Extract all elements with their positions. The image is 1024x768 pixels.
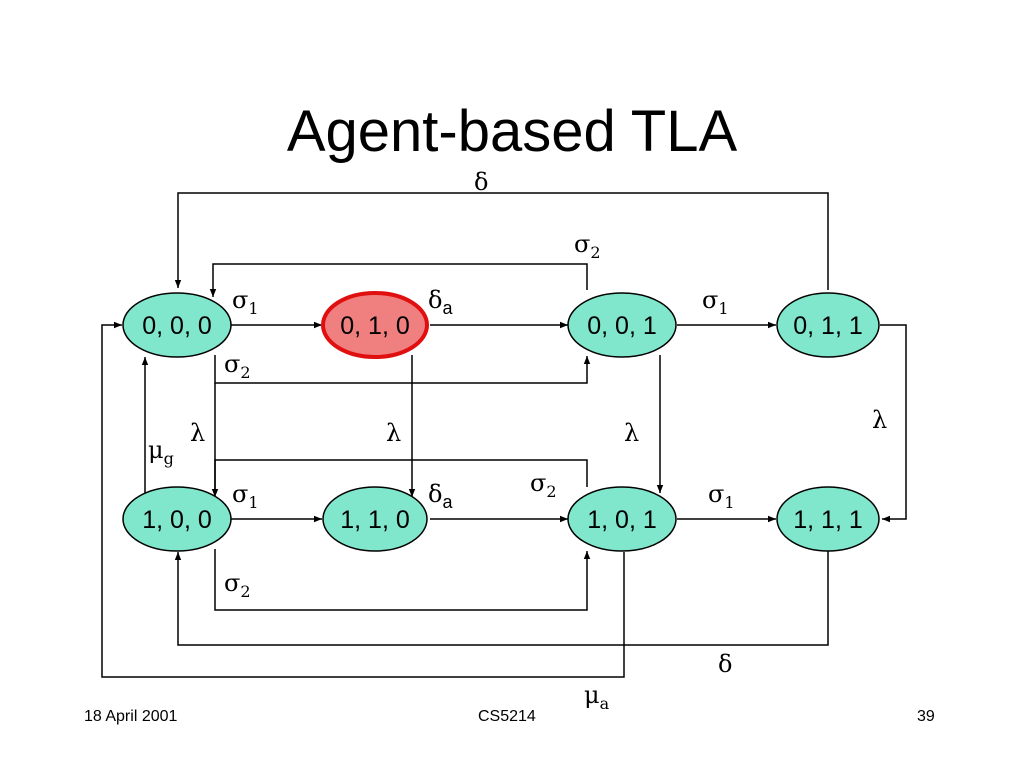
node-101: 1, 0, 1	[567, 486, 677, 552]
svg-text:1, 1, 0: 1, 1, 0	[340, 506, 410, 534]
node-011: 0, 1, 1	[776, 292, 880, 358]
label-lambda-4: λ	[872, 406, 887, 434]
label-sigma2-low: σ2	[530, 469, 557, 501]
footer-page-number: 39	[917, 708, 935, 725]
label-mu-a: μa	[584, 681, 610, 713]
svg-text:1, 0, 0: 1, 0, 0	[142, 506, 212, 534]
edge-lambda-4	[880, 324, 907, 523]
footer-course: CS5214	[478, 708, 536, 725]
node-000: 0, 0, 0	[122, 292, 232, 358]
node-001: 0, 0, 1	[567, 292, 677, 358]
edge-delta-bot	[174, 551, 829, 646]
label-sigma1-d: σ1	[708, 480, 735, 512]
node-110: 1, 1, 0	[322, 486, 428, 552]
svg-text:0, 0, 1: 0, 0, 1	[587, 312, 657, 340]
edge-sigma2-mid	[214, 355, 591, 384]
label-deltaa-top: δa	[428, 286, 453, 318]
edge-sigma2-top	[209, 263, 588, 297]
label-sigma1-a: σ1	[232, 286, 259, 318]
label-mu-g: μg	[148, 436, 174, 468]
label-deltaa-bot: δa	[428, 480, 453, 512]
edge-mu-a	[101, 321, 625, 678]
edge-sigma2-low	[214, 459, 588, 494]
label-sigma2-bot: σ2	[224, 569, 251, 601]
label-sigma1-c: σ1	[232, 480, 259, 512]
node-111: 1, 1, 1	[776, 486, 880, 552]
label-sigma2-top: σ2	[574, 230, 601, 262]
label-lambda-2: λ	[386, 419, 401, 447]
label-lambda-3: λ	[624, 419, 639, 447]
svg-text:1, 1, 1: 1, 1, 1	[793, 506, 863, 534]
svg-text:0, 1, 1: 0, 1, 1	[793, 312, 863, 340]
footer-date: 18 April 2001	[84, 708, 178, 725]
svg-text:1, 0, 1: 1, 0, 1	[587, 506, 657, 534]
label-delta-bot: δ	[718, 650, 732, 678]
edge-sigma2-bot	[214, 549, 591, 611]
label-lambda-1: λ	[190, 419, 205, 447]
label-sigma1-b: σ1	[702, 286, 729, 318]
svg-text:0, 1, 0: 0, 1, 0	[340, 312, 410, 340]
edge-delta-top	[174, 192, 829, 290]
slide-title: Agent-based TLA	[286, 99, 738, 164]
node-100: 1, 0, 0	[122, 486, 232, 552]
label-sigma2-mid: σ2	[224, 350, 251, 382]
node-010-highlighted: 0, 1, 0	[321, 291, 429, 359]
label-delta-top: δ	[474, 168, 488, 196]
svg-text:0, 0, 0: 0, 0, 0	[142, 312, 212, 340]
